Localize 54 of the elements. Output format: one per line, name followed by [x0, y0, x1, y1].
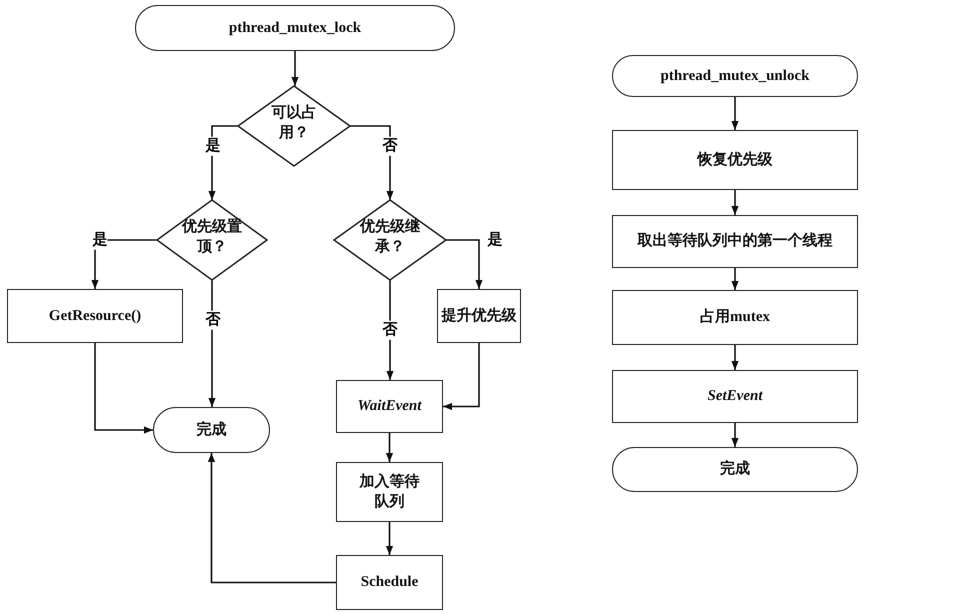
arrow	[446, 239, 483, 289]
node-label: 提升优先级	[442, 306, 516, 326]
edge-label: 否	[382, 136, 398, 156]
arrow	[731, 268, 739, 290]
arrow	[386, 280, 394, 380]
node-label: 恢复优先级	[698, 150, 772, 170]
node-label: 加入等待队列	[358, 472, 420, 512]
process-box	[336, 462, 443, 522]
node-label: Schedule	[360, 573, 418, 592]
node-label: 优先级置顶？	[180, 217, 243, 257]
arrow	[731, 97, 739, 130]
arrow	[731, 345, 739, 370]
decision-diamond	[334, 200, 446, 280]
process-box	[7, 289, 183, 343]
node-label: 完成	[196, 420, 226, 440]
arrow	[350, 125, 394, 200]
edge-label: 是	[206, 136, 220, 156]
arrow	[291, 51, 299, 86]
edge-label: 否	[206, 310, 220, 330]
node-label: 占用mutex	[700, 307, 770, 328]
edge-label: 是	[488, 230, 502, 250]
arrow	[731, 423, 739, 447]
node-label: pthread_mutex_unlock	[660, 66, 810, 86]
arrow	[94, 343, 153, 434]
edge-label: 是	[92, 230, 108, 250]
decision-diamond	[157, 200, 267, 280]
arrow	[208, 280, 216, 407]
node-label: 可以占用？	[270, 103, 318, 143]
node-label: 取出等待队列中的第一个线程	[638, 231, 832, 252]
node-label: WaitEvent	[358, 397, 422, 416]
arrow	[208, 453, 336, 584]
node-label: 优先级继承？	[358, 217, 421, 257]
arrow	[386, 522, 394, 555]
arrow	[386, 433, 394, 462]
arrow	[91, 239, 157, 289]
process-box	[437, 289, 521, 343]
node-label: GetResource()	[48, 306, 142, 326]
edge-label: 否	[382, 320, 398, 340]
terminal-box	[612, 55, 858, 97]
node-label: SetEvent	[708, 387, 762, 406]
process-box	[612, 215, 858, 268]
arrow	[731, 190, 739, 215]
terminal-box	[135, 5, 455, 51]
node-label: 完成	[720, 459, 750, 480]
process-box	[336, 380, 443, 433]
process-box	[612, 290, 858, 345]
node-label: pthread_mutex_lock	[228, 18, 362, 38]
decision-diamond	[238, 86, 350, 166]
process-box	[612, 370, 858, 423]
process-box	[612, 130, 858, 190]
arrow	[443, 343, 480, 410]
terminal-box	[612, 447, 858, 492]
process-box	[336, 555, 443, 610]
terminal-box	[153, 407, 270, 453]
